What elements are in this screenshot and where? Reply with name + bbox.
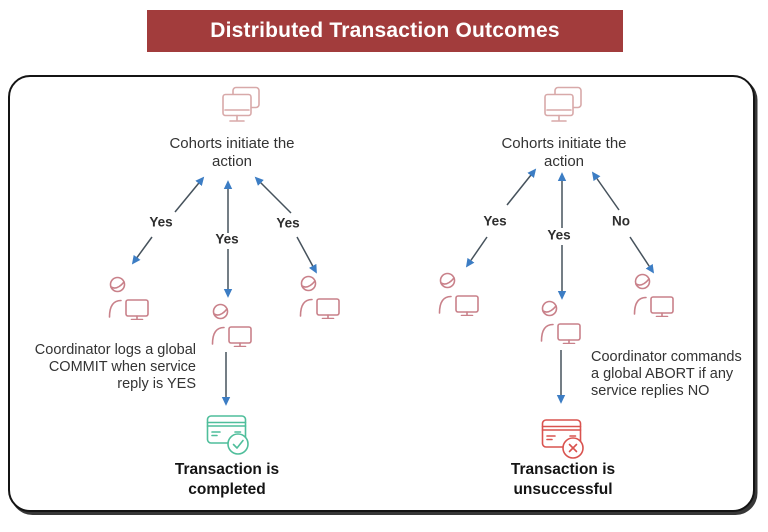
cohorts-label: Cohorts initiate the action: [501, 135, 627, 170]
cohorts-label: Cohorts initiate the action: [169, 135, 295, 170]
outcome-label-commit: Transaction is completed: [174, 461, 280, 498]
diagram-border: [8, 75, 755, 512]
branch-label-commit-left: Yes: [149, 214, 173, 230]
branch-label-commit-right: Yes: [276, 215, 300, 231]
cohorts-monitors-icon: [221, 86, 261, 128]
credit-card-cross-icon: [541, 416, 587, 460]
credit-card-check-icon: [206, 412, 252, 456]
branch-label-abort-right: No: [612, 213, 630, 229]
service-person-icon: [631, 273, 675, 317]
service-person-icon: [209, 303, 253, 347]
title-banner: Distributed Transaction Outcomes: [147, 10, 623, 52]
branch-label-abort-mid: Yes: [547, 227, 571, 243]
branch-label-commit-mid: Yes: [215, 231, 239, 247]
service-person-icon: [106, 276, 150, 320]
cohorts-monitors-icon: [543, 86, 583, 128]
page-title: Distributed Transaction Outcomes: [210, 19, 560, 42]
service-person-icon: [538, 300, 582, 344]
coordinator-commit-note: Coordinator logs a global COMMIT when se…: [34, 342, 196, 392]
coordinator-abort-note: Coordinator commands a global ABORT if a…: [591, 349, 742, 399]
service-person-icon: [436, 272, 480, 316]
service-person-icon: [297, 275, 341, 319]
branch-label-abort-left: Yes: [483, 213, 507, 229]
outcome-label-abort: Transaction is unsuccessful: [510, 461, 616, 498]
